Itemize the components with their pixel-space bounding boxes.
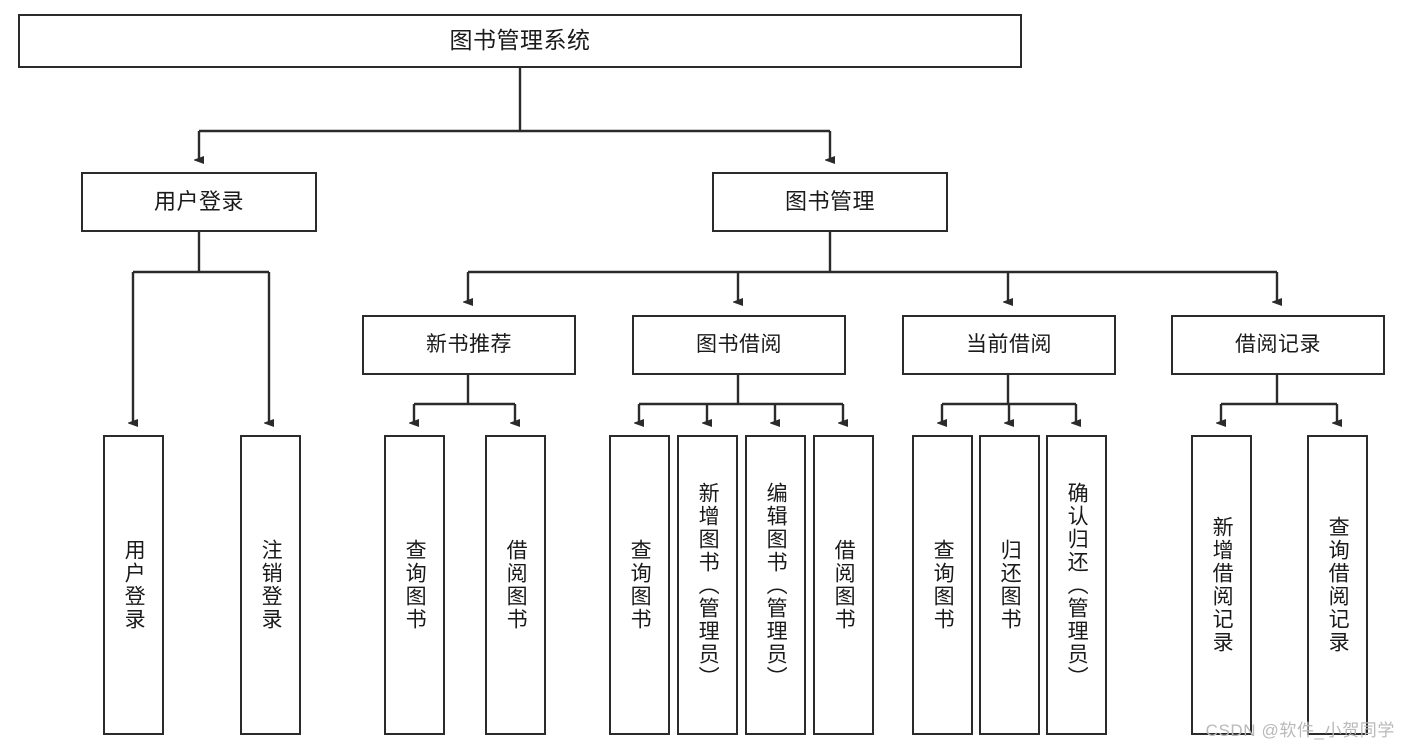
node-leaf-query-record-label: 查询借阅记录 bbox=[1326, 516, 1350, 654]
node-book-borrow[interactable]: 图书借阅 bbox=[632, 315, 846, 375]
node-leaf-add-book-label: 新增图书（管理员） bbox=[696, 481, 720, 689]
node-user-login-label: 用户登录 bbox=[153, 189, 244, 215]
node-leaf-query-book-2-label: 查询图书 bbox=[628, 539, 652, 631]
node-leaf-user-login-label: 用户登录 bbox=[122, 539, 146, 631]
node-new-book-recommend[interactable]: 新书推荐 bbox=[362, 315, 576, 375]
node-leaf-borrow-book-2-label: 借阅图书 bbox=[832, 539, 856, 631]
node-book-borrow-label: 图书借阅 bbox=[696, 332, 782, 356]
node-root-label: 图书管理系统 bbox=[449, 27, 591, 54]
node-leaf-query-book-2[interactable]: 查询图书 bbox=[609, 435, 670, 735]
node-leaf-borrow-book-1-label: 借阅图书 bbox=[504, 539, 528, 631]
node-leaf-return-book[interactable]: 归还图书 bbox=[979, 435, 1040, 735]
node-leaf-add-record-label: 新增借阅记录 bbox=[1210, 516, 1234, 654]
node-book-manage[interactable]: 图书管理 bbox=[712, 172, 948, 232]
node-root[interactable]: 图书管理系统 bbox=[18, 14, 1022, 68]
node-leaf-logout-login[interactable]: 注销登录 bbox=[240, 435, 301, 735]
node-leaf-return-book-label: 归还图书 bbox=[998, 539, 1022, 631]
node-borrow-record[interactable]: 借阅记录 bbox=[1171, 315, 1385, 375]
node-leaf-query-record[interactable]: 查询借阅记录 bbox=[1307, 435, 1368, 735]
node-leaf-borrow-book-2[interactable]: 借阅图书 bbox=[813, 435, 874, 735]
node-leaf-query-book-3[interactable]: 查询图书 bbox=[912, 435, 973, 735]
node-current-borrow-label: 当前借阅 bbox=[966, 332, 1052, 356]
node-leaf-confirm-return[interactable]: 确认归还（管理员） bbox=[1046, 435, 1107, 735]
node-leaf-add-book[interactable]: 新增图书（管理员） bbox=[677, 435, 738, 735]
node-leaf-add-record[interactable]: 新增借阅记录 bbox=[1191, 435, 1252, 735]
node-leaf-edit-book-label: 编辑图书（管理员） bbox=[764, 481, 788, 689]
node-leaf-edit-book[interactable]: 编辑图书（管理员） bbox=[745, 435, 806, 735]
node-leaf-query-book-3-label: 查询图书 bbox=[931, 539, 955, 631]
node-leaf-borrow-book-1[interactable]: 借阅图书 bbox=[485, 435, 546, 735]
node-leaf-user-login[interactable]: 用户登录 bbox=[103, 435, 164, 735]
node-book-manage-label: 图书管理 bbox=[784, 189, 875, 215]
node-borrow-record-label: 借阅记录 bbox=[1235, 332, 1321, 356]
csdn-watermark: CSDN @软件_小贺同学 bbox=[1205, 721, 1395, 740]
node-new-book-recommend-label: 新书推荐 bbox=[426, 332, 512, 356]
node-leaf-query-book-1[interactable]: 查询图书 bbox=[384, 435, 445, 735]
node-leaf-confirm-return-label: 确认归还（管理员） bbox=[1065, 481, 1089, 689]
node-user-login[interactable]: 用户登录 bbox=[81, 172, 317, 232]
node-current-borrow[interactable]: 当前借阅 bbox=[902, 315, 1116, 375]
node-leaf-query-book-1-label: 查询图书 bbox=[403, 539, 427, 631]
node-leaf-logout-login-label: 注销登录 bbox=[259, 539, 283, 631]
